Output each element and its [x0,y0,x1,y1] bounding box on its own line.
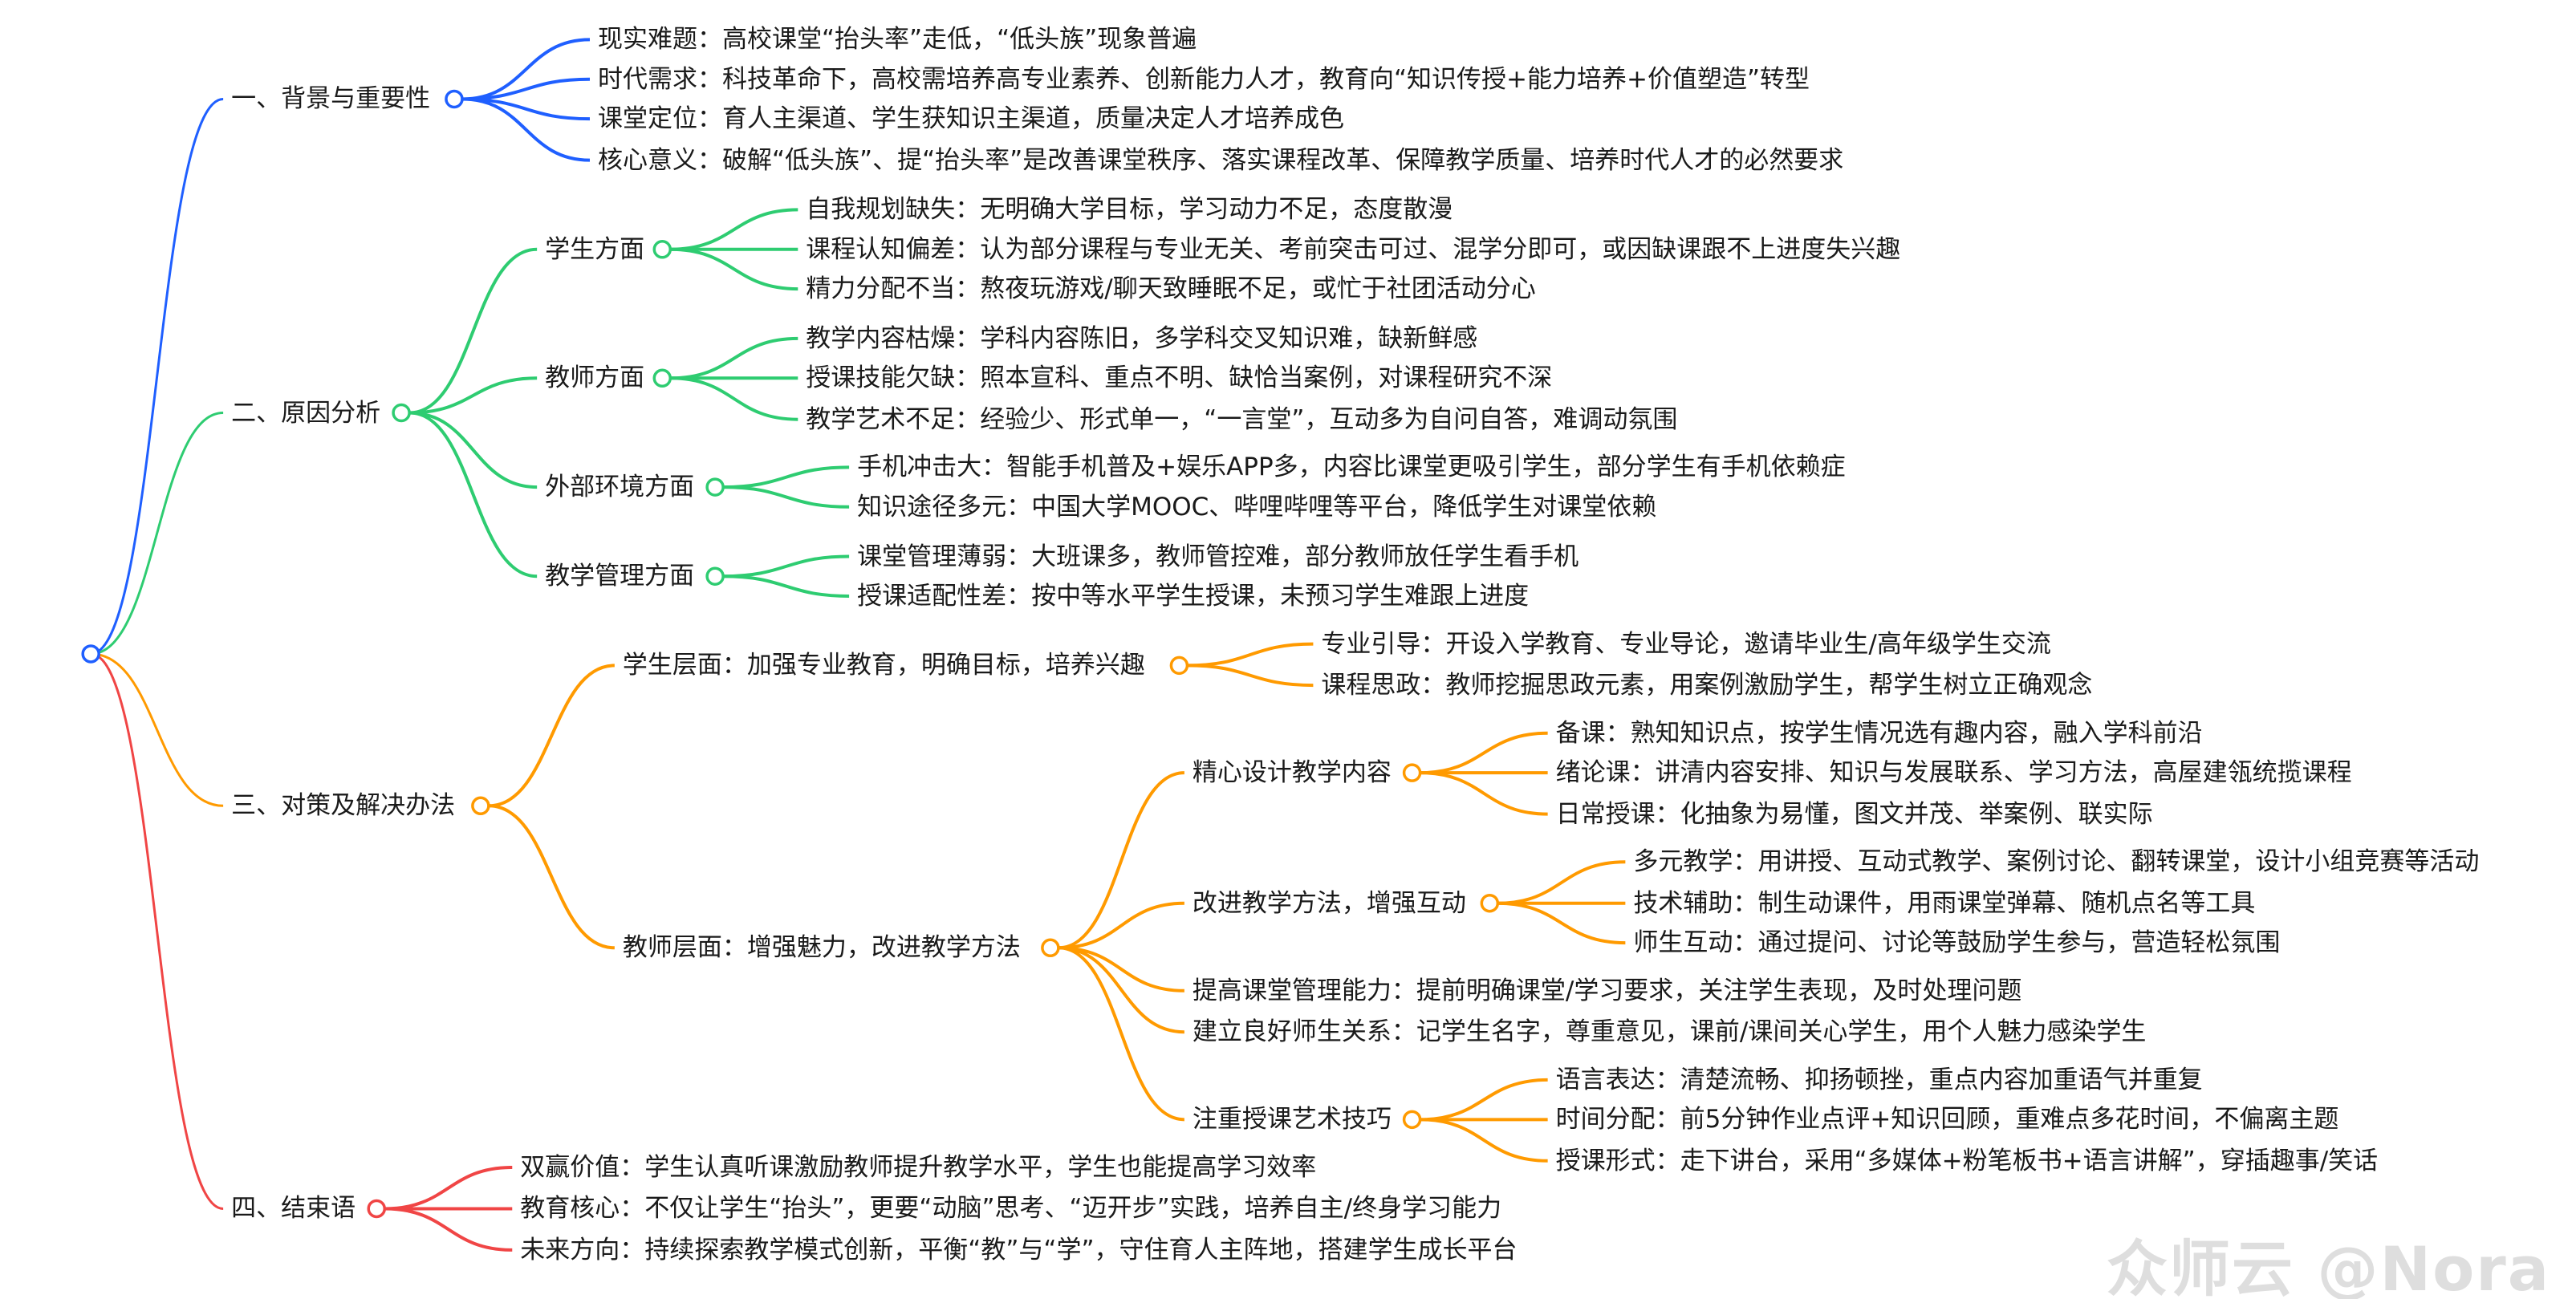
branch-link [1420,771,1548,816]
leaf-node[interactable]: 建立良好师生关系：记学生名字，尊重意见，课前/课间关心学生，用个人魅力感染学生 [1192,1017,2147,1047]
branch-link [91,652,224,1210]
leaf-node[interactable]: 专业引导：开设入学教育、专业导论，邀请毕业生/高年级学生交流 [1321,629,2051,659]
leaf-node[interactable]: 师生互动：通过提问、讨论等鼓励学生参与，营造轻松氛围 [1633,928,2281,958]
branch-link [1058,946,1184,1122]
root-node-icon[interactable] [81,644,100,664]
topic-node[interactable]: 改进教学方法，增强互动 [1192,888,1466,918]
topic-node[interactable]: 三、对策及解决办法 [231,791,456,821]
branch-link [384,1207,513,1252]
collapse-toggle-icon[interactable] [1402,1110,1422,1130]
topic-node[interactable]: 精心设计教学内容 [1192,758,1392,788]
branch-link [670,336,798,380]
leaf-node[interactable]: 课程认知偏差：认为部分课程与专业无关、考前突击可过、混学分即可，或因缺课跟不上进… [806,234,1901,264]
collapse-toggle-icon[interactable] [1169,656,1189,676]
branch-link [670,376,798,421]
branch-link [1187,642,1314,668]
branch-link [1420,1078,1548,1122]
leaf-node[interactable]: 双赢价值：学生认真听课激励教师提升教学水平，学生也能提高学习效率 [520,1153,1317,1182]
topic-node[interactable]: 一、背景与重要性 [231,84,431,114]
branch-link [91,97,224,656]
topic-node[interactable]: 教师方面 [545,363,645,393]
leaf-node[interactable]: 教学艺术不足：经验少、形式单一，“一言堂”，互动多为自问自答，难调动氛围 [806,404,1678,434]
leaf-node[interactable]: 课堂管理薄弱：大班课多，教师管控难，部分教师放任学生看手机 [857,542,1579,571]
collapse-toggle-icon[interactable] [705,566,725,586]
leaf-node[interactable]: 提高课堂管理能力：提前明确课堂/学习要求，关注学生表现，及时处理问题 [1192,976,2022,1005]
topic-node[interactable]: 二、原因分析 [231,398,381,428]
branch-link [409,247,538,415]
leaf-node[interactable]: 知识途径多元：中国大学MOOC、哔哩哔哩等平台，降低学生对课堂依赖 [857,492,1657,522]
branch-link [409,376,538,415]
collapse-toggle-icon[interactable] [1402,763,1422,782]
branch-link [1420,731,1548,775]
topic-node[interactable]: 四、结束语 [231,1194,356,1224]
branch-link [1497,901,1626,945]
branch-link [723,465,850,489]
leaf-node[interactable]: 绪论课：讲清内容安排、知识与发展联系、学习方法，高屋建瓴统揽课程 [1555,758,2352,788]
branch-link [409,411,538,489]
topic-node[interactable]: 教学管理方面 [545,562,695,591]
collapse-toggle-icon[interactable] [652,240,672,259]
leaf-node[interactable]: 手机冲击大：智能手机普及+娱乐APP多，内容比课堂更吸引学生，部分学生有手机依赖… [857,453,1846,482]
collapse-toggle-icon[interactable] [471,796,490,816]
leaf-node[interactable]: 课程思政：教师挖掘思政元素，用案例激励学生，帮学生树立正确观念 [1321,671,2093,700]
leaf-node[interactable]: 时间分配：前5分钟作业点评+知识回顾，重难点多花时间，不偏离主题 [1555,1105,2339,1135]
leaf-node[interactable]: 时代需求：科技革命下，高校需培养高专业素养、创新能力人才，教育向“知识传授+能力… [597,64,1810,94]
leaf-node[interactable]: 精力分配不当：熬夜玩游戏/聊天致睡眠不足，或忙于社团活动分心 [806,274,1536,304]
leaf-node[interactable]: 自我规划缺失：无明确大学目标，学习动力不足，态度散漫 [806,195,1453,225]
topic-node[interactable]: 外部环境方面 [545,473,695,502]
leaf-node[interactable]: 备课：熟知知识点，按学生情况选有趣内容，融入学科前沿 [1555,718,2203,748]
branch-link [1058,946,1184,1034]
leaf-node[interactable]: 课堂定位：育人主渠道、学生获知识主渠道，质量决定人才培养成色 [597,104,1344,134]
leaf-node[interactable]: 技术辅助：制生动课件，用雨课堂弹幕、随机点名等工具 [1633,888,2256,918]
branch-link [670,208,798,251]
branch-link [723,554,850,578]
leaf-node[interactable]: 现实难题：高校课堂“抬头率”走低，“低头族”现象普遍 [597,25,1197,55]
branch-link [91,652,224,807]
leaf-node[interactable]: 授课技能欠缺：照本宣科、重点不明、缺恰当案例，对课程研究不深 [806,363,1553,393]
leaf-node[interactable]: 授课适配性差：按中等水平学生授课，未预习学生难跟上进度 [857,581,1530,611]
leaf-node[interactable]: 未来方向：持续探索教学模式创新，平衡“教”与“学”，守住育人主阵地，搭建学生成长… [520,1235,1518,1264]
collapse-toggle-icon[interactable] [392,403,411,423]
branch-link [461,97,590,162]
branch-link [1058,901,1184,950]
branch-link [1187,664,1314,688]
branch-link [723,574,850,598]
topic-node[interactable]: 教师层面：增强魅力，改进教学方法 [622,933,1021,963]
branch-link [91,412,224,656]
topic-node[interactable]: 注重授课艺术技巧 [1192,1105,1392,1135]
topic-node[interactable]: 学生层面：加强专业教育，明确目标，培养兴趣 [622,651,1145,680]
branch-link [1497,860,1626,905]
branch-link [488,664,615,808]
collapse-toggle-icon[interactable] [652,368,672,388]
branch-link [723,485,850,509]
leaf-node[interactable]: 教育核心：不仅让学生“抬头”，更要“动脑”思考、“迈开步”实践，培养自主/终身学… [520,1194,1502,1224]
branch-link [461,38,590,101]
leaf-node[interactable]: 多元教学：用讲授、互动式教学、案例讨论、翻转课堂，设计小组竞赛等活动 [1633,847,2480,877]
branch-link [409,411,538,578]
leaf-node[interactable]: 语言表达：清楚流畅、抑扬顿挫，重点内容加重语气并重复 [1555,1065,2203,1094]
watermark-logo: 众师云 @Nora [2107,1233,2551,1299]
leaf-node[interactable]: 日常授课：化抽象为易懂，图文并茂、举案例、联实际 [1555,799,2153,829]
branch-link [670,247,798,291]
collapse-toggle-icon[interactable] [705,477,725,497]
branch-link [1420,1118,1548,1163]
leaf-node[interactable]: 授课形式：走下讲台，采用“多媒体+粉笔板书+语言讲解”，穿插趣事/笑话 [1555,1146,2379,1175]
collapse-toggle-icon[interactable] [1480,893,1500,913]
collapse-toggle-icon[interactable] [445,89,464,109]
topic-node[interactable]: 学生方面 [545,234,645,264]
leaf-node[interactable]: 教学内容枯燥：学科内容陈旧，多学科交叉知识难，缺新鲜感 [806,323,1478,353]
collapse-toggle-icon[interactable] [1041,938,1060,958]
branch-link [488,804,615,950]
branch-link [1058,771,1184,950]
collapse-toggle-icon[interactable] [367,1199,386,1219]
branch-link [384,1166,513,1211]
leaf-node[interactable]: 核心意义：破解“低头族”、提“抬头率”是改善课堂秩序、落实课程改革、保障教学质量… [597,145,1844,175]
